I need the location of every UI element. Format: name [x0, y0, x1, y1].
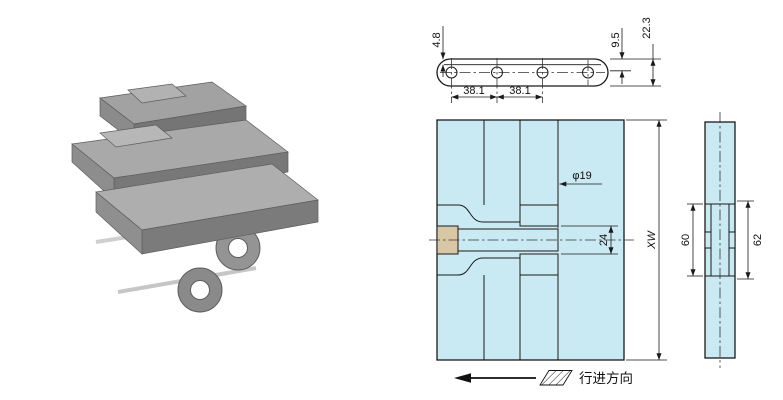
section-view: 60 62 [680, 112, 764, 368]
dim-plate-thickness: 4.8 [431, 26, 446, 77]
hatch-symbol-icon [539, 370, 573, 386]
hinge-outline-top [437, 204, 520, 223]
rear-plate-tab [127, 83, 187, 104]
dim-pitch: 38.1 38.1 [451, 85, 543, 100]
direction-label: 行进方向 [579, 371, 633, 386]
section-hub-tab-left [704, 231, 712, 249]
dim-label-inner-width: 60 [680, 234, 692, 246]
dim-overall-height: 22.3 [610, 17, 661, 87]
dim-label-plate-thickness: 4.8 [431, 32, 443, 47]
side-view: 38.1 38.1 4.8 9.5 22.3 [431, 17, 661, 103]
dim-label-pitch-2: 38.1 [509, 85, 530, 97]
product-photo [71, 81, 319, 313]
direction-arrow-icon [454, 373, 471, 383]
dim-label-top-to-pin-center: 9.5 [610, 32, 622, 47]
dim-label-hinge-dia: φ19 [572, 170, 591, 182]
dim-label-pin-width: 24 [598, 234, 610, 246]
direction-indicator: 行进方向 [454, 370, 633, 386]
side-view-link-bar [436, 58, 609, 87]
hinge-outline-bottom [437, 257, 520, 276]
dim-outer-width: 62 [737, 200, 764, 280]
barrel-section-bottom [519, 253, 559, 276]
plan-view: φ19 24 XW [429, 119, 667, 361]
dim-label-outer-width: 62 [752, 234, 764, 246]
dim-label-overall-height: 22.3 [641, 17, 653, 38]
dim-label-pitch-1: 38.1 [463, 85, 484, 97]
dim-hinge-dia: φ19 [557, 170, 602, 228]
dim-chain-width: XW [626, 119, 667, 361]
section-hub-tab-right [728, 231, 736, 249]
middle-plate-tab [99, 124, 173, 148]
dim-inner-width: 60 [680, 203, 703, 277]
dim-pin-width: 24 [561, 225, 618, 255]
front-plate-side [95, 191, 143, 255]
dim-label-chain-width: XW [646, 230, 658, 250]
